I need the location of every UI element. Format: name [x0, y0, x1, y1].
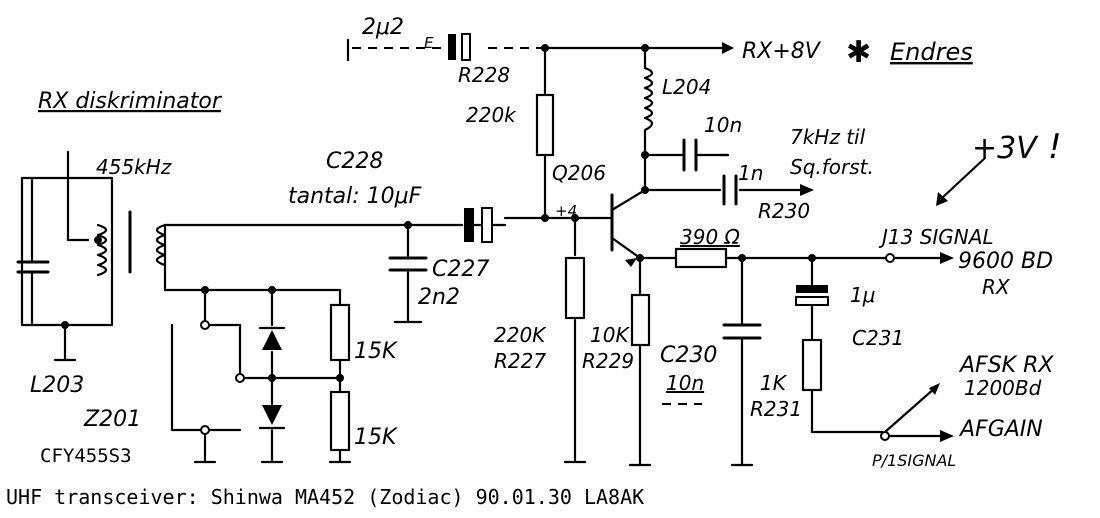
label-c230: C230: [660, 343, 717, 368]
label-r229-value: 10K: [590, 323, 630, 347]
label-15k-bottom: 15K: [354, 425, 398, 450]
label-r230: R230: [758, 199, 810, 223]
label-r227-value: 220K: [494, 323, 547, 347]
label-afgain: AFGAIN: [958, 417, 1043, 442]
label-afsk-1: AFSK RX: [958, 353, 1054, 378]
label-afsk-2: 1200Bd: [964, 376, 1042, 400]
capacitor-2u2: [448, 33, 471, 61]
label-l203: L203: [30, 373, 84, 398]
label-r231-value: 1K: [760, 371, 788, 395]
capacitor-c230: [722, 323, 762, 340]
label-c-10n: 10n: [704, 113, 742, 137]
label-c231: C231: [852, 326, 904, 350]
resistor-r228: [535, 93, 555, 157]
label-c230-value: 10n: [666, 371, 704, 395]
label-z201: Z201: [83, 407, 141, 432]
capacitor-10n: [682, 138, 730, 172]
label-r228: R228: [458, 63, 510, 87]
endres-star: ✱: [846, 35, 871, 70]
capacitor-c228: [464, 207, 507, 243]
label-cfy: CFY455S3: [40, 445, 132, 467]
label-supply: RX+8V: [742, 39, 822, 64]
label-r228-value: 220k: [466, 103, 517, 127]
label-q206: Q206: [552, 161, 606, 185]
resistor-r231: [801, 338, 823, 392]
label-endres: Endres: [890, 38, 973, 66]
label-7khz-2: Sq.forst.: [790, 155, 874, 179]
label-l204: L204: [662, 75, 711, 99]
diode-top: [258, 326, 286, 350]
resistor-r229: [630, 293, 651, 347]
label-cap-2u2: 2μ2: [362, 15, 404, 40]
capacitor-1n: [722, 174, 738, 206]
label-r229: R229: [582, 349, 634, 373]
diode-bottom: [258, 405, 286, 430]
junction-dots: [61, 44, 816, 382]
label-9600-rx: RX: [982, 275, 1011, 299]
label-cap-2u2-e: E: [424, 34, 434, 52]
label-r230-value: 390 Ω: [680, 225, 741, 249]
label-c228-value: tantal: 10μF: [288, 184, 422, 209]
label-c227-value: 2n2: [418, 285, 460, 310]
inductor-l204: [643, 66, 654, 132]
label-c227: C227: [432, 257, 489, 282]
terminals: [200, 253, 895, 441]
resistor-15k-bottom: [329, 390, 351, 452]
capacitor-c231: [795, 285, 829, 306]
labels: RX diskriminator 2μ2 E R228 220k RX+8V ✱…: [6, 15, 1062, 509]
label-c-1n: 1n: [738, 161, 763, 185]
label-plus3v: +3V: [972, 131, 1039, 166]
label-j13: J13 SIGNAL: [878, 225, 994, 249]
resistor-r227: [564, 256, 586, 320]
label-exclamation: !: [1048, 127, 1062, 167]
label-9600bd: 9600 BD: [958, 249, 1053, 274]
label-p1-signal: P/1SIGNAL: [872, 451, 956, 470]
transformer-l203: [16, 176, 167, 327]
ground-symbols: [53, 358, 754, 467]
label-r231: R231: [750, 397, 802, 421]
label-c228: C228: [326, 149, 383, 174]
arrowheads: [625, 42, 954, 442]
label-c231-value: 1μ: [850, 283, 875, 307]
diagram-title: RX diskriminator: [38, 89, 223, 114]
label-7khz-1: 7kHz til: [790, 125, 866, 149]
label-15k-top: 15K: [354, 339, 398, 364]
resistor-15k-top: [329, 303, 351, 362]
label-455khz: 455kHz: [96, 155, 172, 179]
capacitor-c227: [388, 256, 428, 272]
footer-caption: UHF transceiver: Shinwa MA452 (Zodiac) 9…: [6, 485, 644, 509]
resistor-r230: [674, 247, 728, 269]
label-plus4: +4: [555, 202, 577, 220]
label-r227: R227: [494, 349, 546, 373]
